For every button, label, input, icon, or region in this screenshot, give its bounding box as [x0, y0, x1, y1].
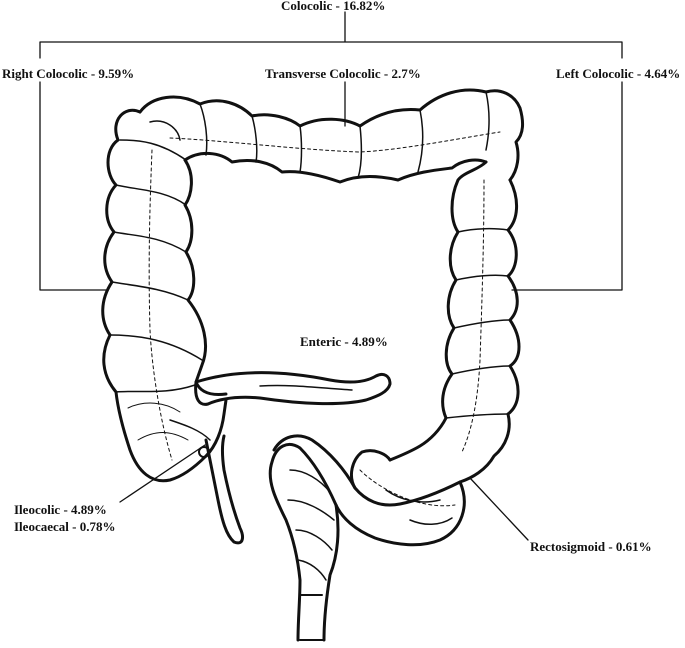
- sigmoid-colon: [336, 451, 464, 545]
- rectum: [270, 436, 355, 640]
- label-enteric: Enteric - 4.89%: [300, 334, 388, 349]
- right-colocolic-bracket: [40, 82, 106, 290]
- left-colocolic-bracket: [512, 82, 622, 290]
- label-ileocaecal: Ileocaecal - 0.78%: [14, 519, 115, 534]
- label-left-colocolic: Left Colocolic - 4.64%: [556, 66, 680, 81]
- small-intestine: [196, 373, 390, 405]
- label-ileocolic: Ileocolic - 4.89%: [14, 502, 107, 517]
- label-leader-lines: [40, 12, 622, 540]
- ascending-colon: [103, 110, 226, 481]
- transverse-colon: [140, 90, 523, 182]
- label-colocolic: Colocolic - 16.82%: [281, 0, 385, 13]
- label-rectosigmoid: Rectosigmoid - 0.61%: [530, 539, 652, 554]
- label-transverse-colocolic: Transverse Colocolic - 2.7%: [265, 66, 421, 81]
- descending-colon: [390, 162, 519, 482]
- colocolic-bracket: [40, 12, 622, 58]
- label-right-colocolic: Right Colocolic - 9.59%: [2, 66, 134, 81]
- caecum-appendix: [170, 420, 242, 543]
- rectosigmoid-leader: [470, 478, 528, 540]
